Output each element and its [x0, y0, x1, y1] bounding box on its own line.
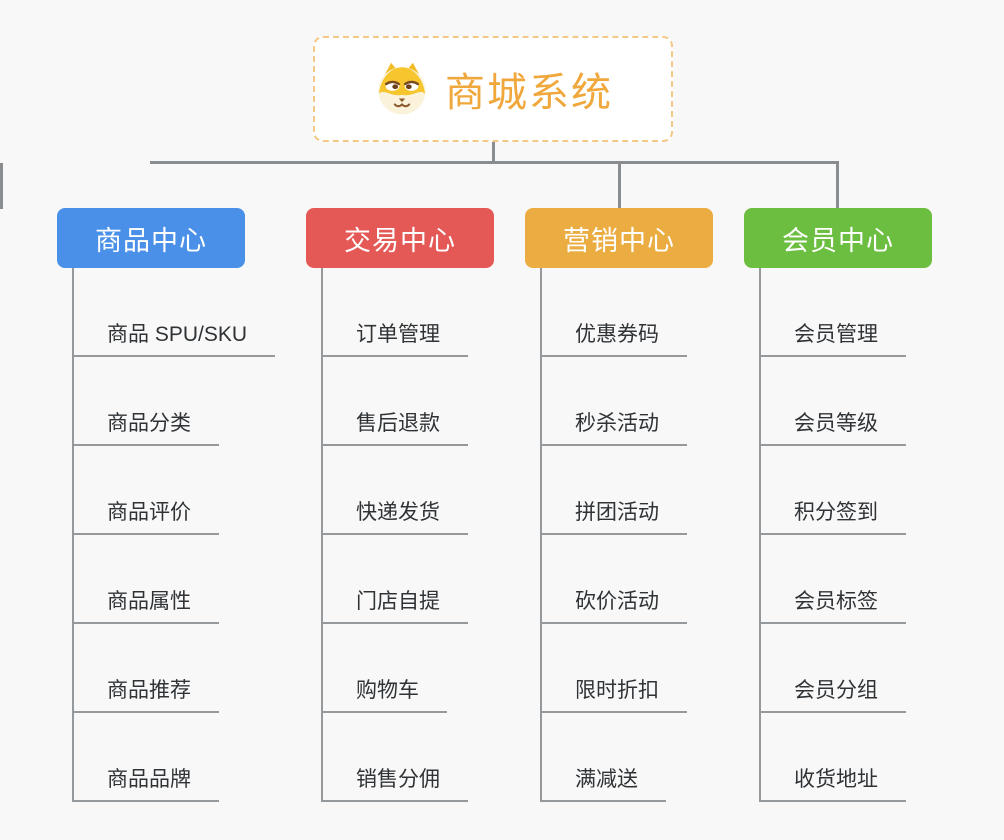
leaf-row: 优惠券码: [542, 268, 713, 357]
leaf-item[interactable]: 订单管理: [323, 318, 468, 357]
leaf-row: 商品推荐: [74, 624, 245, 713]
leaf-item[interactable]: 售后退款: [323, 407, 468, 446]
leaf-item[interactable]: 商品属性: [74, 585, 219, 624]
leaf-row: 商品属性: [74, 535, 245, 624]
branch-column-4: 会员中心会员管理会员等级积分签到会员标签会员分组收货地址: [744, 208, 932, 802]
leaf-item[interactable]: 秒杀活动: [542, 407, 687, 446]
leaf-item[interactable]: 限时折扣: [542, 674, 687, 713]
leaf-row: 商品分类: [74, 357, 245, 446]
branch-column-1: 商品中心商品 SPU/SKU 商品分类商品评价商品属性商品推荐商品品牌: [57, 208, 276, 802]
leaf-row: 商品品牌: [74, 713, 245, 802]
leaf-item[interactable]: 会员标签: [761, 585, 906, 624]
leaf-row: 满减送: [542, 713, 713, 802]
leaf-row: 会员等级: [761, 357, 932, 446]
branch-items: 订单管理售后退款快递发货门店自提购物车销售分佣: [321, 268, 494, 802]
branch-column-2: 交易中心订单管理售后退款快递发货门店自提购物车销售分佣: [306, 208, 494, 802]
root-title: 商城系统: [445, 71, 613, 115]
branch-column-3: 营销中心优惠券码秒杀活动拼团活动砍价活动限时折扣满减送: [525, 208, 713, 802]
leaf-row: 订单管理: [323, 268, 494, 357]
connector-drop-1: [618, 163, 621, 209]
branch-node[interactable]: 交易中心: [306, 208, 494, 268]
leaf-item[interactable]: 快递发货: [323, 496, 468, 535]
leaf-item[interactable]: 商品推荐: [74, 674, 219, 713]
leaf-row: 商品 SPU/SKU: [74, 268, 276, 357]
leaf-item[interactable]: 满减送: [542, 763, 666, 802]
leaf-item[interactable]: 优惠券码: [542, 318, 687, 357]
leaf-row: 快递发货: [323, 446, 494, 535]
leaf-item[interactable]: 销售分佣: [323, 763, 468, 802]
leaf-row: 会员标签: [761, 535, 932, 624]
leaf-row: 限时折扣: [542, 624, 713, 713]
branch-node[interactable]: 商品中心: [57, 208, 245, 268]
leaf-item[interactable]: 会员等级: [761, 407, 906, 446]
branch-items: 会员管理会员等级积分签到会员标签会员分组收货地址: [759, 268, 932, 802]
connector-bus: [150, 161, 839, 164]
leaf-item[interactable]: 积分签到: [761, 496, 906, 535]
leaf-item[interactable]: 商品分类: [74, 407, 219, 446]
root-connector-stem: [492, 140, 495, 163]
branch-items: 商品 SPU/SKU 商品分类商品评价商品属性商品推荐商品品牌: [72, 268, 276, 802]
dog-icon: [373, 60, 431, 118]
leaf-item[interactable]: 购物车: [323, 674, 447, 713]
branch-label: 商品中心: [95, 225, 207, 256]
leaf-row: 商品评价: [74, 446, 245, 535]
branch-items: 优惠券码秒杀活动拼团活动砍价活动限时折扣满减送: [540, 268, 713, 802]
leaf-item[interactable]: 商品 SPU/SKU: [74, 318, 276, 357]
root-node[interactable]: 商城系统: [313, 36, 673, 142]
leaf-row: 拼团活动: [542, 446, 713, 535]
leaf-row: 秒杀活动: [542, 357, 713, 446]
leaf-row: 收货地址: [761, 713, 932, 802]
leaf-row: 会员管理: [761, 268, 932, 357]
leaf-row: 销售分佣: [323, 713, 494, 802]
leaf-item[interactable]: 砍价活动: [542, 585, 687, 624]
leaf-row: 砍价活动: [542, 535, 713, 624]
branch-node[interactable]: 营销中心: [525, 208, 713, 268]
connector-drop-4: [0, 163, 3, 209]
branch-label: 会员中心: [782, 225, 894, 256]
branch-node[interactable]: 会员中心: [744, 208, 932, 268]
leaf-row: 门店自提: [323, 535, 494, 624]
leaf-item[interactable]: 商品品牌: [74, 763, 219, 802]
connector-drop-2: [836, 163, 839, 209]
leaf-row: 售后退款: [323, 357, 494, 446]
leaf-item[interactable]: 会员管理: [761, 318, 906, 357]
branch-label: 营销中心: [563, 225, 675, 256]
leaf-row: 会员分组: [761, 624, 932, 713]
leaf-item[interactable]: 会员分组: [761, 674, 906, 713]
leaf-row: 购物车: [323, 624, 494, 713]
branch-label: 交易中心: [344, 225, 456, 256]
leaf-item[interactable]: 收货地址: [761, 763, 906, 802]
leaf-item[interactable]: 商品评价: [74, 496, 219, 535]
leaf-row: 积分签到: [761, 446, 932, 535]
leaf-item[interactable]: 拼团活动: [542, 496, 687, 535]
leaf-item[interactable]: 门店自提: [323, 585, 468, 624]
